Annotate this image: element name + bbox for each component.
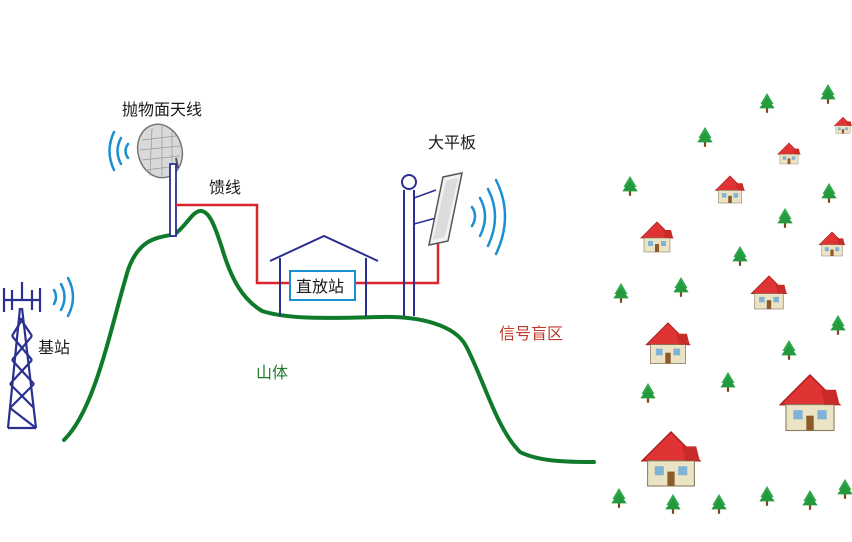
house-icon bbox=[715, 175, 745, 204]
tree-icon bbox=[830, 315, 846, 335]
tree-icon bbox=[759, 93, 775, 113]
lattice-tower-icon bbox=[2, 282, 42, 430]
tree-icon bbox=[611, 488, 627, 508]
house-icon bbox=[750, 275, 788, 310]
tree-icon bbox=[777, 208, 793, 228]
parabolic-antenna-label: 抛物面天线 bbox=[122, 100, 202, 119]
house-icon bbox=[645, 322, 691, 365]
repeater-box bbox=[289, 270, 356, 301]
tree-icon bbox=[613, 283, 629, 303]
tree-icon bbox=[720, 372, 736, 392]
house-icon bbox=[640, 221, 674, 253]
tree-icon bbox=[673, 277, 689, 297]
tree-icon bbox=[781, 340, 797, 360]
tree-icon bbox=[732, 246, 748, 266]
dish-mast bbox=[169, 163, 177, 237]
repeater-station-label: 直放站 bbox=[296, 277, 344, 296]
parabolic-dish bbox=[108, 123, 184, 237]
tree-icon bbox=[640, 383, 656, 403]
repeater-building: 直放站 bbox=[269, 234, 379, 316]
feeder-label: 馈线 bbox=[209, 178, 241, 197]
house-icon bbox=[833, 116, 852, 134]
feeder-line-left bbox=[176, 203, 290, 285]
panel-antenna bbox=[401, 172, 507, 316]
tree-icon bbox=[802, 490, 818, 510]
signal-waves-icon bbox=[52, 276, 75, 318]
base-station-label: 基站 bbox=[38, 338, 70, 357]
house-icon bbox=[641, 431, 701, 487]
blind-zone-label: 信号盲区 bbox=[499, 324, 563, 343]
mountain-outline bbox=[62, 209, 596, 464]
feeder-line-right bbox=[355, 230, 440, 285]
tree-icon bbox=[711, 494, 727, 514]
mountain-label: 山体 bbox=[256, 363, 288, 382]
house-icon bbox=[777, 142, 801, 165]
house-icon bbox=[779, 374, 841, 432]
house-icon bbox=[818, 231, 846, 257]
village-houses bbox=[640, 116, 852, 487]
dish-signal-waves-icon bbox=[108, 130, 130, 172]
tree-icon bbox=[697, 127, 713, 147]
tree-icon bbox=[837, 479, 852, 499]
panel-signal-waves-icon bbox=[470, 178, 507, 256]
tree-icon bbox=[759, 486, 775, 506]
village-trees bbox=[611, 84, 852, 514]
panel-antenna-icon bbox=[428, 172, 463, 246]
tree-icon bbox=[821, 183, 837, 203]
tree-icon bbox=[820, 84, 836, 104]
base-station-tower bbox=[2, 276, 75, 430]
tree-icon bbox=[622, 176, 638, 196]
tree-icon bbox=[665, 494, 681, 514]
panel-antenna-label: 大平板 bbox=[428, 133, 476, 152]
parabolic-dish-icon bbox=[136, 123, 184, 179]
